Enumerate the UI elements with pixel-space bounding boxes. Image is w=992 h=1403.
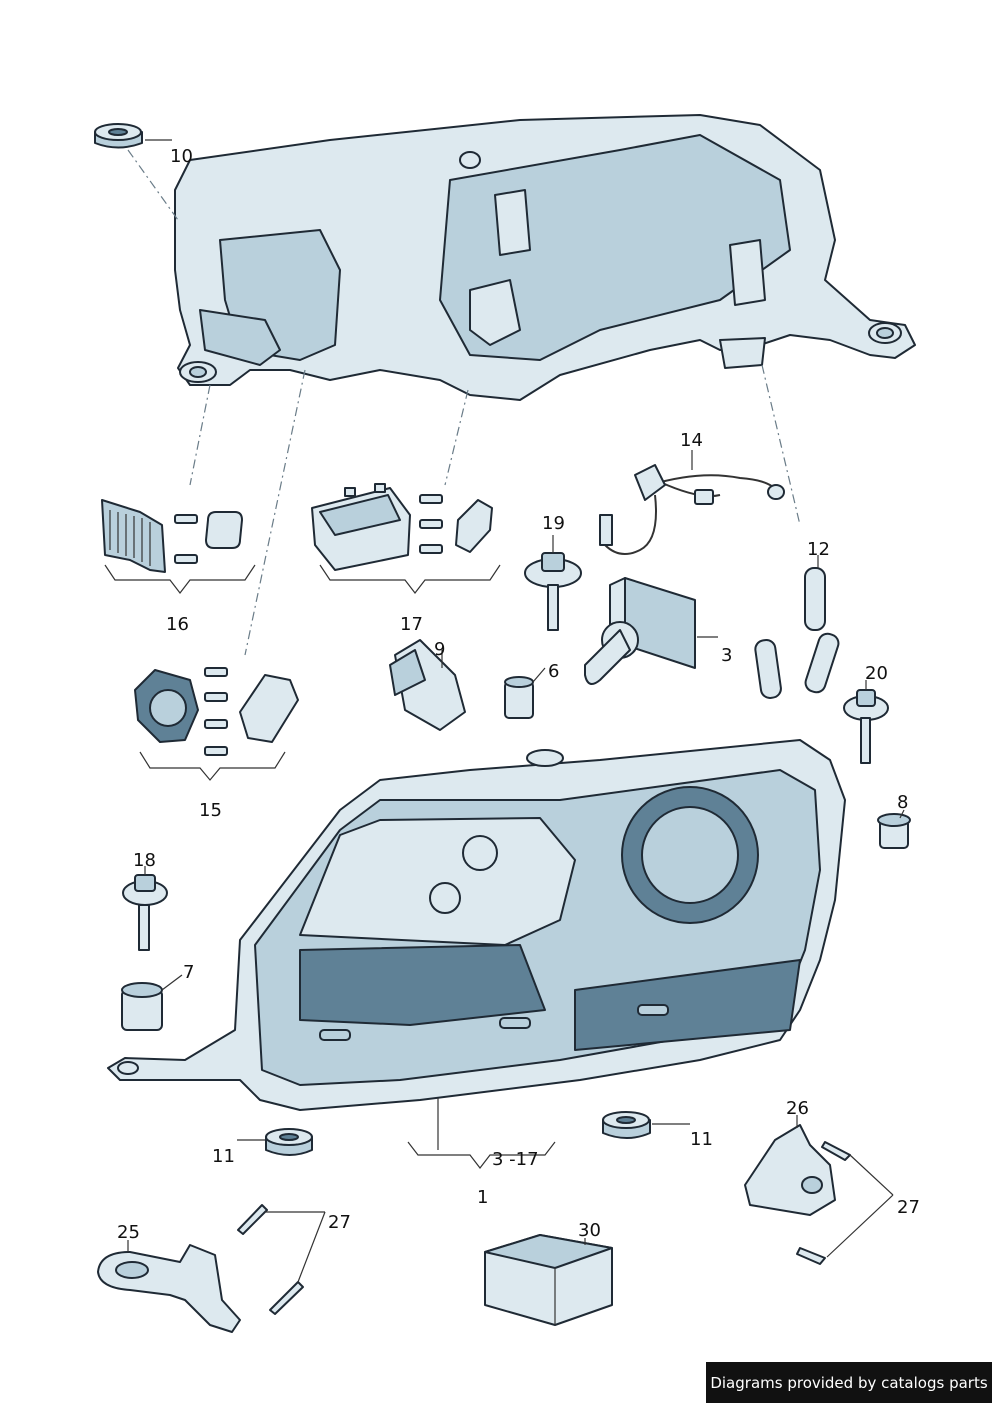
callout-15: 15 — [199, 800, 222, 821]
callout-1: 1 — [477, 1187, 488, 1208]
leader-15 — [244, 369, 306, 656]
callout-17: 17 — [400, 614, 423, 635]
leader-16 — [189, 384, 211, 486]
callout-27-right: 27 — [897, 1197, 920, 1218]
brace-3-17 — [407, 1141, 556, 1169]
callout-8: 8 — [897, 792, 908, 813]
callout-6: 6 — [548, 661, 559, 682]
xenon-bulb-part-3 — [584, 577, 718, 685]
callout-12: 12 — [807, 539, 830, 560]
callout-20: 20 — [865, 663, 888, 684]
screw-part-18 — [122, 866, 168, 951]
callout-26: 26 — [786, 1098, 809, 1119]
callout-3: 3 — [721, 645, 732, 666]
callout-18: 18 — [133, 850, 156, 871]
callout-11-left: 11 — [212, 1146, 235, 1167]
headlight-assembly-part-1 — [107, 739, 846, 1150]
wiring-harness-part-14 — [599, 450, 785, 555]
callout-19: 19 — [542, 513, 565, 534]
actuator-part-9 — [389, 639, 466, 731]
leader-17 — [444, 389, 469, 486]
credit-banner: Diagrams provided by catalogs parts — [706, 1362, 992, 1403]
callout-27-left: 27 — [328, 1212, 351, 1233]
headlight-housing-rear — [174, 114, 916, 401]
grommet-part-7 — [121, 974, 183, 1031]
callout-30: 30 — [578, 1220, 601, 1241]
bracket-part-25 — [97, 1240, 241, 1333]
bracket-part-26 — [744, 1115, 836, 1216]
caps-part-12 — [754, 555, 840, 699]
screw-part-19 — [524, 535, 582, 631]
callout-3-17: 3 -17 — [492, 1149, 539, 1170]
callout-14: 14 — [680, 430, 703, 451]
kit-box-part-30 — [484, 1234, 613, 1326]
callout-9: 9 — [434, 639, 445, 660]
bulb-socket-part-6 — [504, 667, 546, 719]
grommet-part-8 — [877, 809, 911, 849]
callout-16: 16 — [166, 614, 189, 635]
screw-part-20 — [843, 680, 889, 764]
bushing-part-11-right — [602, 1111, 690, 1139]
callout-25: 25 — [117, 1222, 140, 1243]
bushing-part-11-left — [237, 1128, 313, 1156]
adjuster-part-15-group — [134, 667, 299, 781]
callout-10: 10 — [170, 146, 193, 167]
callout-7: 7 — [183, 962, 194, 983]
leader-10 — [127, 149, 179, 221]
ventilation-part-16-group — [101, 499, 256, 594]
leader-12 — [761, 364, 801, 526]
bushing-part-10 — [94, 123, 172, 149]
control-unit-part-17-group — [311, 483, 501, 594]
callout-11-right: 11 — [690, 1129, 713, 1150]
screws-part-27 — [237, 1141, 894, 1315]
